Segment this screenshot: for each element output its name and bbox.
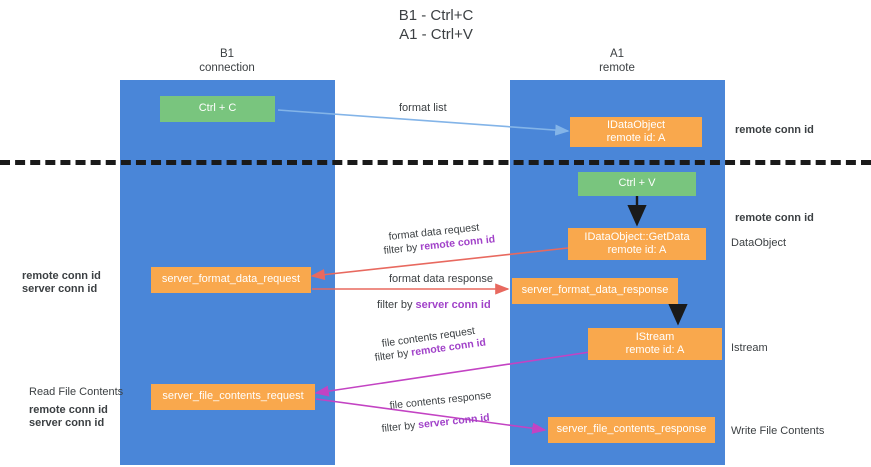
- box-idataobject-line2: remote id: A: [606, 132, 666, 144]
- column-header-b1-sub: connection: [199, 62, 255, 74]
- box-server-format-data-response[interactable]: server_format_data_response: [512, 278, 678, 304]
- label-filter-prefix-4: filter by: [381, 419, 419, 435]
- box-server-file-contents-response-label: server_file_contents_response: [556, 423, 707, 436]
- box-idataobject[interactable]: IDataObject remote id: A: [570, 117, 702, 147]
- box-getdata-line2: remote id: A: [607, 244, 667, 256]
- box-ctrl-v-label: Ctrl + V: [618, 177, 656, 190]
- label-filter-server-conn-id: server conn id: [415, 299, 491, 311]
- label-filter-server-conn-id-2: server conn id: [417, 411, 491, 432]
- side-label-istream: Istream: [731, 342, 768, 354]
- label-filter-prefix-3: filter by: [374, 346, 413, 364]
- box-istream-line2: remote id: A: [625, 344, 685, 356]
- box-server-file-contents-request-label: server_file_contents_request: [162, 390, 304, 403]
- column-header-a1-sub: remote: [599, 62, 635, 74]
- diagram-title-line1: B1 - Ctrl+C: [398, 7, 474, 24]
- section-divider: [0, 160, 871, 165]
- side-label-read-file-contents: Read File Contents: [29, 386, 124, 398]
- diagram-title-line2: A1 - Ctrl+V: [399, 26, 473, 43]
- column-header-b1-name: B1: [219, 48, 235, 60]
- box-server-format-data-request-label: server_format_data_request: [161, 273, 301, 286]
- box-istream-line1: IStream: [635, 330, 675, 343]
- column-header-a1-name: A1: [609, 48, 625, 60]
- label-file-contents-response-filter: filter by server conn id: [381, 412, 490, 436]
- side-label-dataobject: DataObject: [731, 237, 787, 249]
- label-file-contents-response: file contents response: [389, 389, 492, 413]
- label-format-data-response-filter: filter by server conn id: [377, 299, 491, 313]
- box-ctrl-v[interactable]: Ctrl + V: [578, 172, 696, 196]
- side-label-left-remote-conn-id-bottom: remote conn id: [29, 404, 108, 416]
- label-file-contents-response-text: file contents response: [389, 389, 492, 412]
- box-server-file-contents-request[interactable]: server_file_contents_request: [151, 384, 315, 410]
- label-format-list: format list: [399, 102, 447, 114]
- box-istream[interactable]: IStream remote id: A: [588, 328, 722, 360]
- box-idataobject-line1: IDataObject: [606, 118, 666, 131]
- side-label-left-server-conn-id-mid: server conn id: [22, 283, 98, 295]
- side-label-write-file-contents: Write File Contents: [731, 425, 825, 437]
- side-label-remote-conn-id-mid: remote conn id: [735, 212, 814, 224]
- side-label-left-server-conn-id-bottom: server conn id: [29, 417, 105, 429]
- box-server-format-data-response-label: server_format_data_response: [521, 284, 669, 297]
- label-filter-prefix-2: filter by: [377, 299, 416, 311]
- side-label-remote-conn-id-top: remote conn id: [735, 124, 814, 136]
- box-getdata-line1: IDataObject::GetData: [584, 230, 690, 243]
- box-ctrl-c-label: Ctrl + C: [198, 102, 237, 115]
- box-server-file-contents-response[interactable]: server_file_contents_response: [548, 417, 715, 443]
- side-label-left-remote-conn-id-mid: remote conn id: [22, 270, 101, 282]
- box-ctrl-c[interactable]: Ctrl + C: [160, 96, 275, 122]
- box-server-format-data-request[interactable]: server_format_data_request: [151, 267, 311, 293]
- label-format-data-response: format data response: [389, 273, 493, 285]
- box-idataobject-getdata[interactable]: IDataObject::GetData remote id: A: [568, 228, 706, 260]
- label-filter-prefix: filter by: [383, 241, 421, 257]
